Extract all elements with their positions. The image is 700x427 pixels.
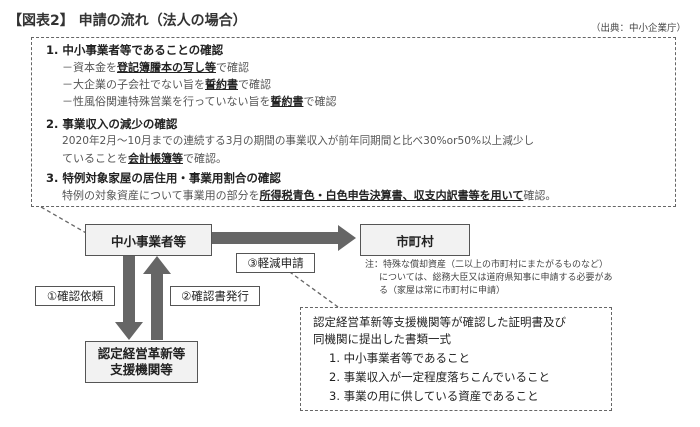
note-line-1: 注：特殊な償却資産（二以上の市町村にまたがるものなど） [365, 260, 609, 270]
node-support-agency-line-2: 支援機関等 [110, 362, 173, 377]
node-support-agency-line-1: 認定経営革新等 [97, 346, 186, 361]
documents-item-3: 3. 事業の用に供している資産であること [329, 389, 539, 403]
documents-box: 認定経営革新等支援機関等が確認した証明書及び 同機関に提出した書類一式 1. 中… [300, 307, 612, 411]
section-2-line-1: 2020年2月～10月までの連続する3月の期間の事業収入が前年同期間と比べ30%… [62, 135, 535, 147]
label-certificate-issue: ②確認書発行 [170, 286, 260, 306]
emphasis-text: 誓約書 [270, 95, 304, 108]
text: で確認。 [183, 152, 227, 165]
documents-line-1: 認定経営革新等支援機関等が確認した証明書及び [313, 315, 566, 329]
emphasis-text: 会計帳簿等 [128, 152, 183, 165]
text: －性風俗関連特殊営業を行っていない旨を [62, 95, 271, 108]
note-line-2: については、総務大臣又は道府県知事に申請する必要があ [379, 273, 613, 283]
node-support-agency: 認定経営革新等 支援機関等 [85, 341, 198, 383]
label-confirm-request: ①確認依頼 [35, 286, 115, 306]
section-2-heading: 2. 事業収入の減少の確認 [46, 117, 178, 131]
emphasis-text: 誓約書 [205, 78, 238, 91]
arrow-to-city [212, 225, 356, 251]
note-line-3: る（家屋は常に市町村に申請） [379, 286, 506, 296]
text: ていることを [62, 152, 128, 165]
node-sme: 中小事業者等 [85, 224, 212, 256]
arrow-certificate-issue [143, 256, 171, 340]
section-1-heading: 1. 中小事業者等であることの確認 [46, 43, 224, 57]
documents-item-2: 2. 事業収入が一定程度落ちこんでいること [329, 370, 551, 384]
section-2-line-2: ていることを会計帳簿等で確認。 [62, 150, 227, 166]
node-city: 市町村 [360, 224, 470, 256]
note-text: 注：特殊な償却資産（二以上の市町村にまたがるものなど） については、総務大臣又は… [365, 259, 685, 298]
emphasis-text: 登記簿謄本の写し等 [117, 61, 216, 74]
text: 特例の対象資産について事業用の部分を [62, 189, 260, 202]
text: で確認 [303, 95, 337, 108]
documents-item-1: 1. 中小事業者等であること [329, 351, 471, 365]
emphasis-text: 所得税青色・白色申告決算書、収支内訳書等を用いて [259, 189, 524, 202]
text: で確認 [216, 61, 249, 74]
label-reduction-apply: ③軽減申請 [236, 253, 315, 273]
source-credit: （出典：中小企業庁） [590, 23, 686, 34]
dashed-connector-requirements [40, 206, 89, 235]
documents-line-2: 同機関に提出した書類一式 [313, 332, 451, 346]
section-1-line-2: －大企業の子会社でない旨を誓約書で確認 [62, 76, 271, 92]
text: －大企業の子会社でない旨を [62, 78, 205, 91]
section-1-line-3: －性風俗関連特殊営業を行っていない旨を誓約書で確認 [62, 93, 336, 109]
requirements-box: 1. 中小事業者等であることの確認 －資本金を登記簿謄本の写し等で確認 －大企業… [31, 37, 676, 207]
text: －資本金を [62, 61, 117, 74]
section-1-line-1: －資本金を登記簿謄本の写し等で確認 [62, 59, 249, 75]
section-3-line-1: 特例の対象資産について事業用の部分を所得税青色・白色申告決算書、収支内訳書等を用… [62, 187, 556, 203]
text: で確認 [238, 78, 271, 91]
section-3-heading: 3. 特例対象家屋の居住用・事業用割合の確認 [46, 171, 281, 185]
diagram-title: 【図表2】 申請の流れ（法人の場合） [8, 13, 247, 29]
text: 確認。 [523, 189, 557, 202]
arrow-confirm-request [115, 256, 143, 340]
